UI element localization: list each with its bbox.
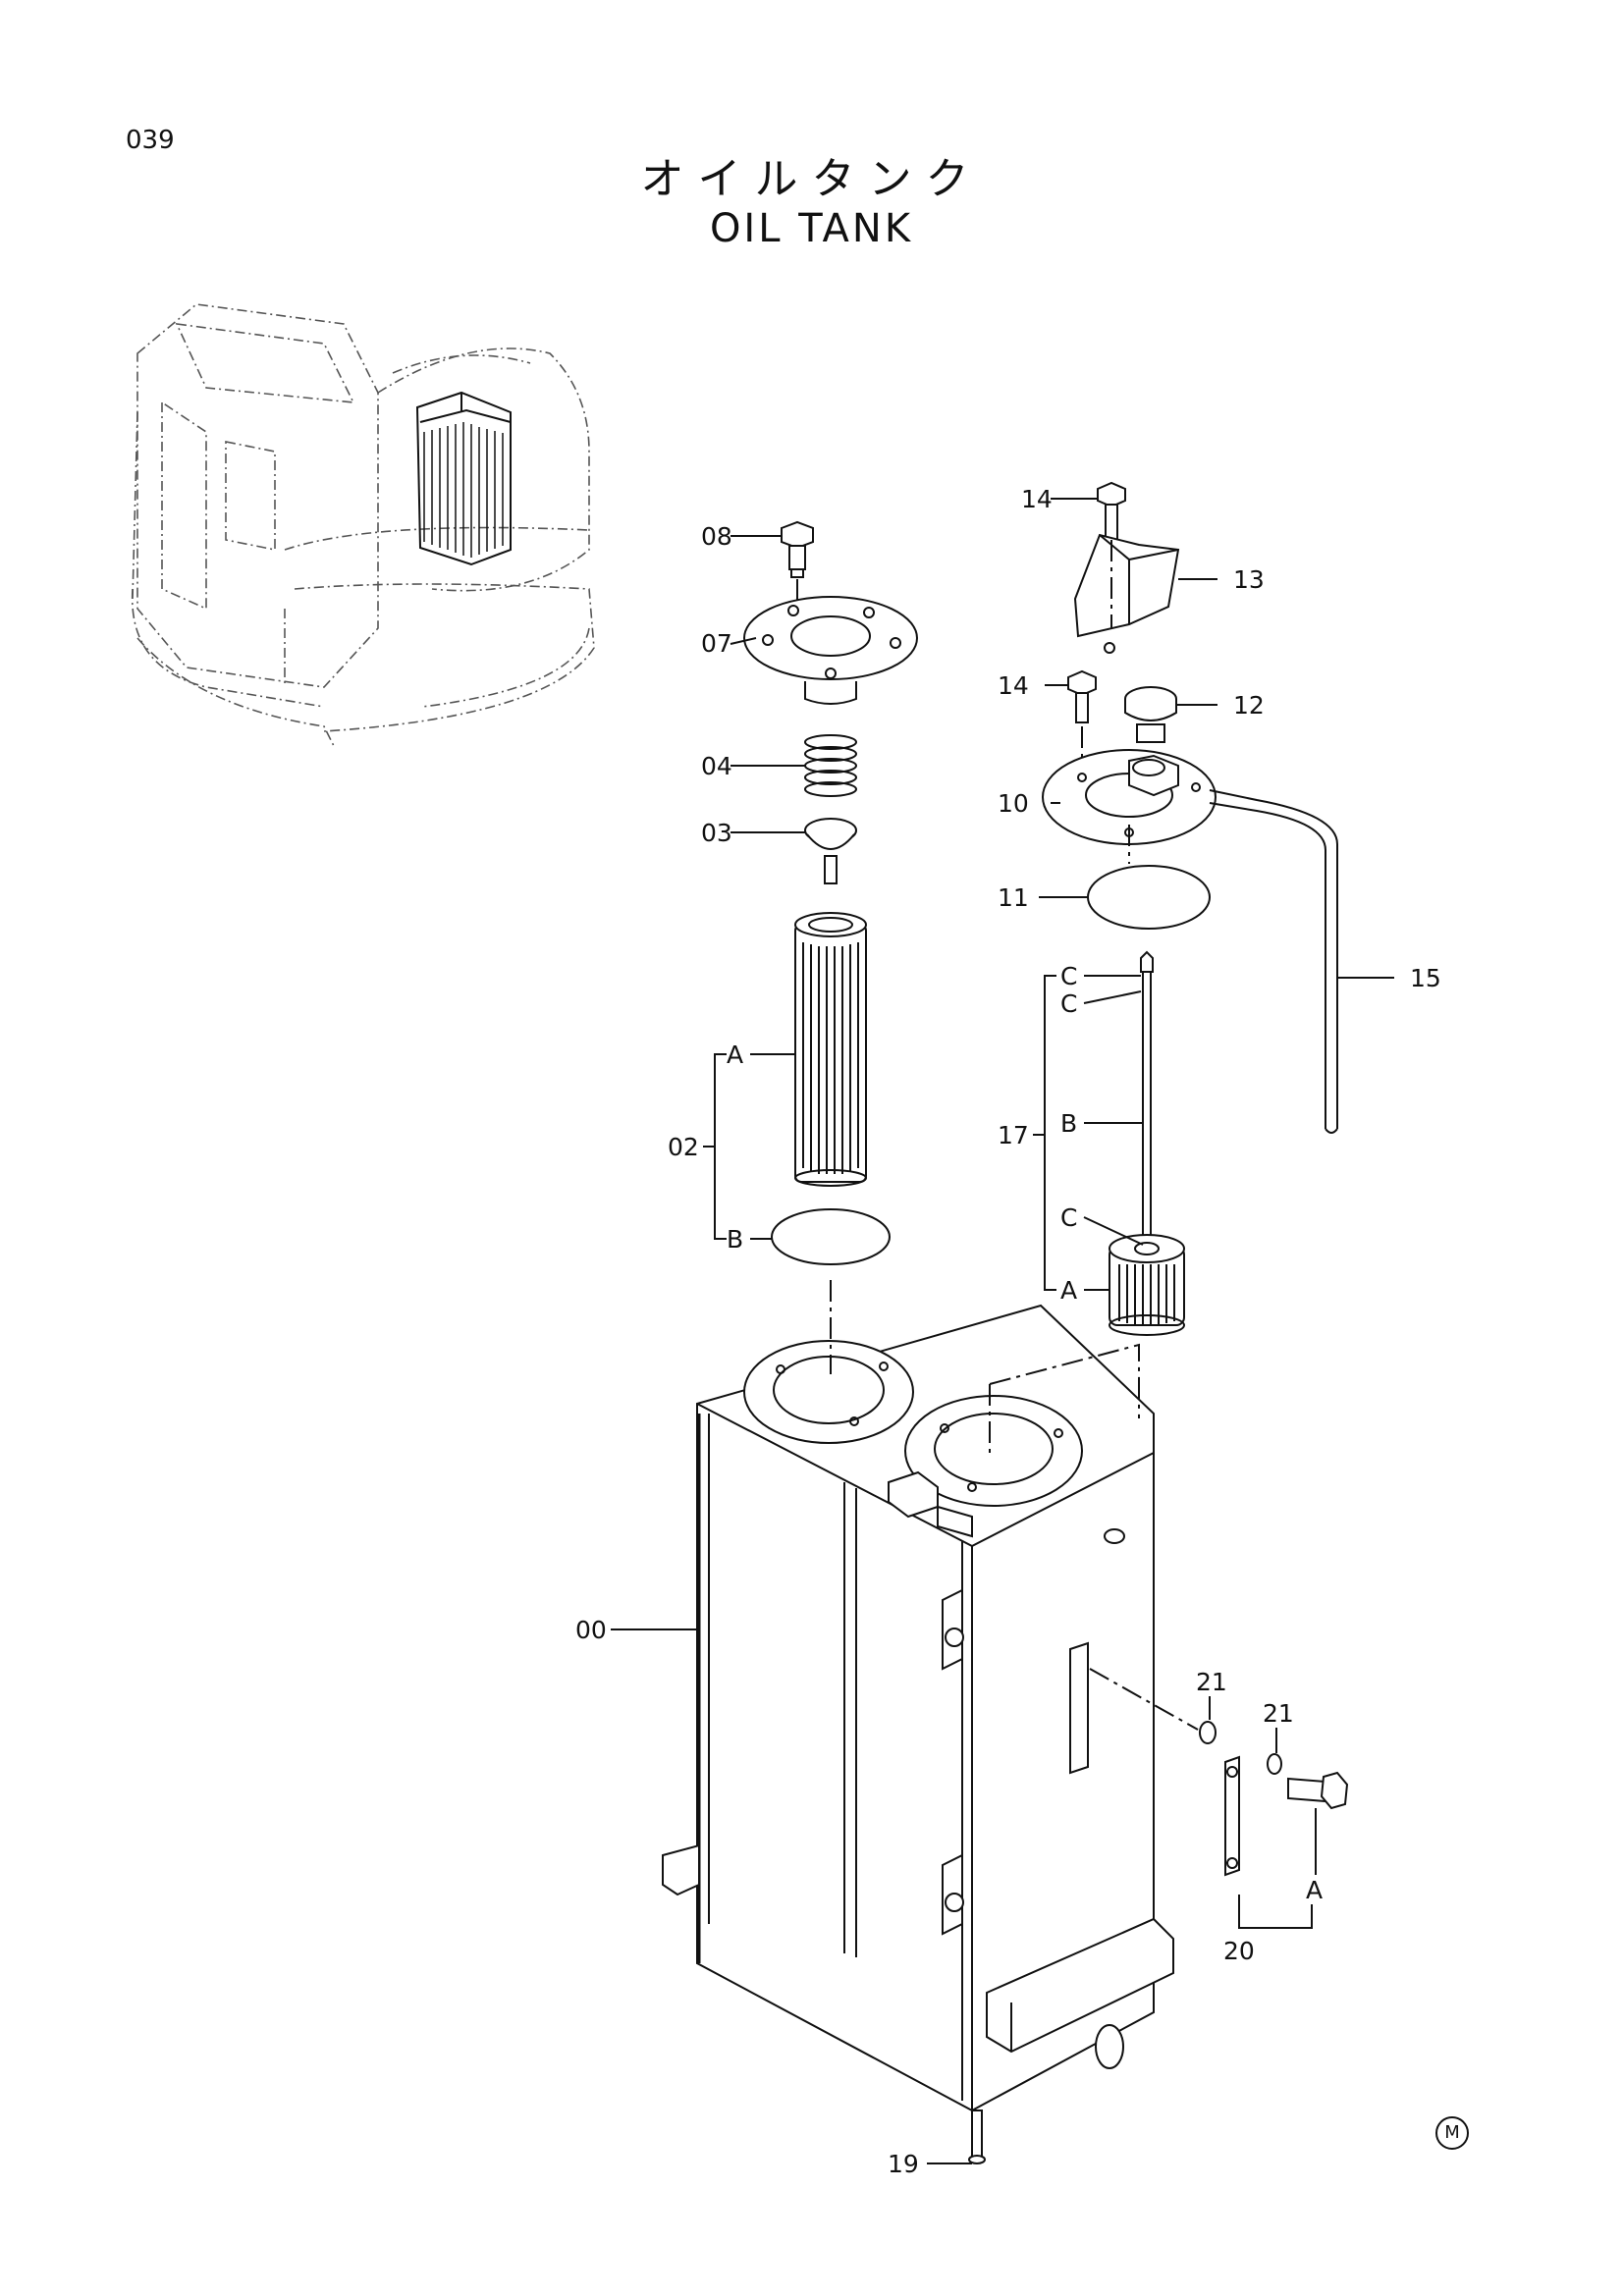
- plate-10: [1042, 749, 1217, 845]
- callout-21b: 21: [1263, 1699, 1294, 1728]
- gasket-02b: [771, 1208, 891, 1265]
- callout-20: 20: [1223, 1937, 1255, 1965]
- cover-plate-13: [1073, 533, 1180, 654]
- callout-17-a: A: [1060, 1276, 1077, 1305]
- spring-04: [804, 734, 857, 797]
- pipe-15: [1209, 789, 1338, 1134]
- callout-12: 12: [1233, 691, 1265, 720]
- callout-11: 11: [998, 883, 1029, 912]
- breather-cap-12: [1124, 686, 1177, 743]
- bolt-08: [781, 520, 814, 578]
- flange-cover-07: [743, 596, 918, 705]
- callout-03: 03: [701, 819, 732, 847]
- callout-04: 04: [701, 752, 732, 780]
- callout-02: 02: [668, 1133, 699, 1161]
- suction-strainer-17: [1109, 950, 1185, 1336]
- callout-02a: A: [727, 1041, 743, 1069]
- machine-overview-illustration: [131, 303, 595, 747]
- washer-21b: [1267, 1753, 1282, 1775]
- callout-labels: 08 07 04 03 A 02 B 14 13 14 12 10 11 15 …: [575, 485, 1441, 2178]
- callout-13: 13: [1233, 565, 1265, 594]
- bolt-14-lower: [1067, 669, 1097, 723]
- callout-17: 17: [998, 1121, 1029, 1149]
- page-code: 039: [126, 126, 175, 155]
- title-japanese: オイルタンク: [640, 154, 983, 204]
- filter-element-02a: [794, 912, 867, 1187]
- o-ring-11: [1087, 865, 1211, 930]
- callout-19: 19: [888, 2150, 919, 2178]
- tank-location-hatching: [423, 422, 504, 558]
- exploded-guides: [830, 825, 1199, 1731]
- oil-tank-00: [662, 1304, 1174, 2164]
- callout-02b: B: [727, 1225, 743, 1254]
- callout-17-b: B: [1060, 1109, 1077, 1138]
- callout-08: 08: [701, 522, 732, 551]
- bolt-a-mount: [1287, 1771, 1349, 1810]
- bolt-14-upper: [1097, 481, 1126, 541]
- leader-lines: [611, 498, 1394, 2164]
- callout-20-a: A: [1306, 1876, 1323, 1904]
- callout-15: 15: [1410, 964, 1441, 992]
- title-english: OIL TANK: [709, 206, 914, 251]
- callout-00: 00: [575, 1616, 607, 1644]
- callout-17-c2: C: [1060, 989, 1077, 1018]
- callout-10: 10: [998, 789, 1029, 818]
- callout-14-lower: 14: [998, 671, 1029, 700]
- callout-07: 07: [701, 629, 732, 658]
- callout-17-c1: C: [1060, 962, 1077, 990]
- washer-21a: [1199, 1721, 1217, 1744]
- callout-21a: 21: [1196, 1668, 1227, 1696]
- manufacturer-mark: M: [1435, 2116, 1469, 2150]
- callout-17-c3: C: [1060, 1203, 1077, 1232]
- callout-14-upper: 14: [1021, 485, 1053, 513]
- valve-03: [804, 818, 857, 884]
- bracket-20: [1224, 1755, 1240, 1877]
